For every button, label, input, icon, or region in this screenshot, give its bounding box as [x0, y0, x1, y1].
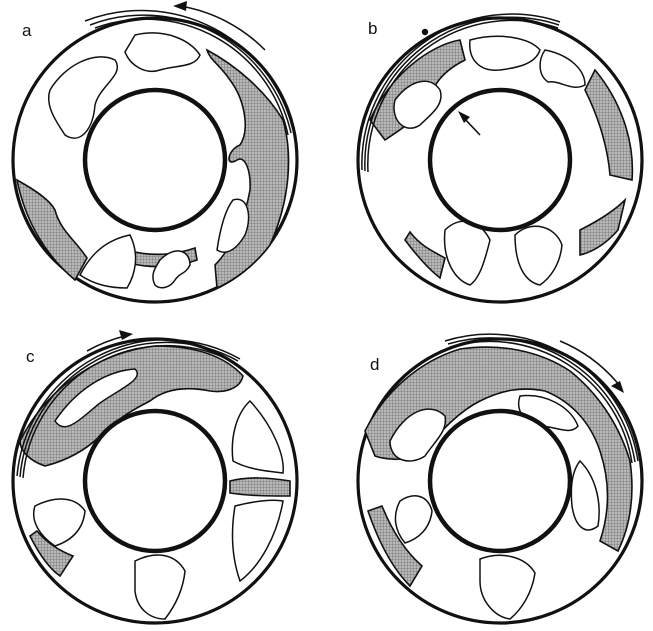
- panel-a: [13, 1, 297, 302]
- panel-label-d: d: [370, 355, 379, 374]
- arrow-head: [173, 1, 187, 11]
- hot-upwelling-region: [585, 70, 632, 180]
- convection-cell: [135, 555, 185, 619]
- cold-downwelling-region: [580, 200, 625, 255]
- convection-cell: [232, 401, 283, 473]
- convection-cell: [470, 36, 540, 70]
- cold-downwelling-region: [17, 180, 87, 280]
- panel-label-b: b: [368, 19, 377, 38]
- plate-motion-arrow: [180, 6, 265, 50]
- convection-cell: [80, 235, 136, 288]
- core: [430, 90, 570, 230]
- core: [430, 411, 570, 551]
- arrow-head: [611, 381, 624, 393]
- panel-label-c: c: [26, 347, 35, 366]
- panel-b: [358, 14, 642, 302]
- arrow-head: [119, 330, 133, 340]
- core: [85, 90, 225, 230]
- convection-cell: [480, 555, 535, 619]
- convection-cell: [540, 50, 585, 87]
- panel-c: [13, 330, 297, 623]
- pole-marker: [422, 29, 428, 35]
- convection-cell: [395, 496, 432, 543]
- convection-cell: [515, 226, 562, 285]
- convection-cell: [125, 33, 200, 71]
- convection-cell: [445, 221, 490, 285]
- panel-label-a: a: [22, 21, 32, 40]
- convection-cell: [233, 500, 283, 581]
- base-thermal-layer: [230, 478, 290, 496]
- core: [85, 411, 225, 551]
- panel-d: [358, 334, 642, 623]
- convection-cell: [571, 461, 599, 530]
